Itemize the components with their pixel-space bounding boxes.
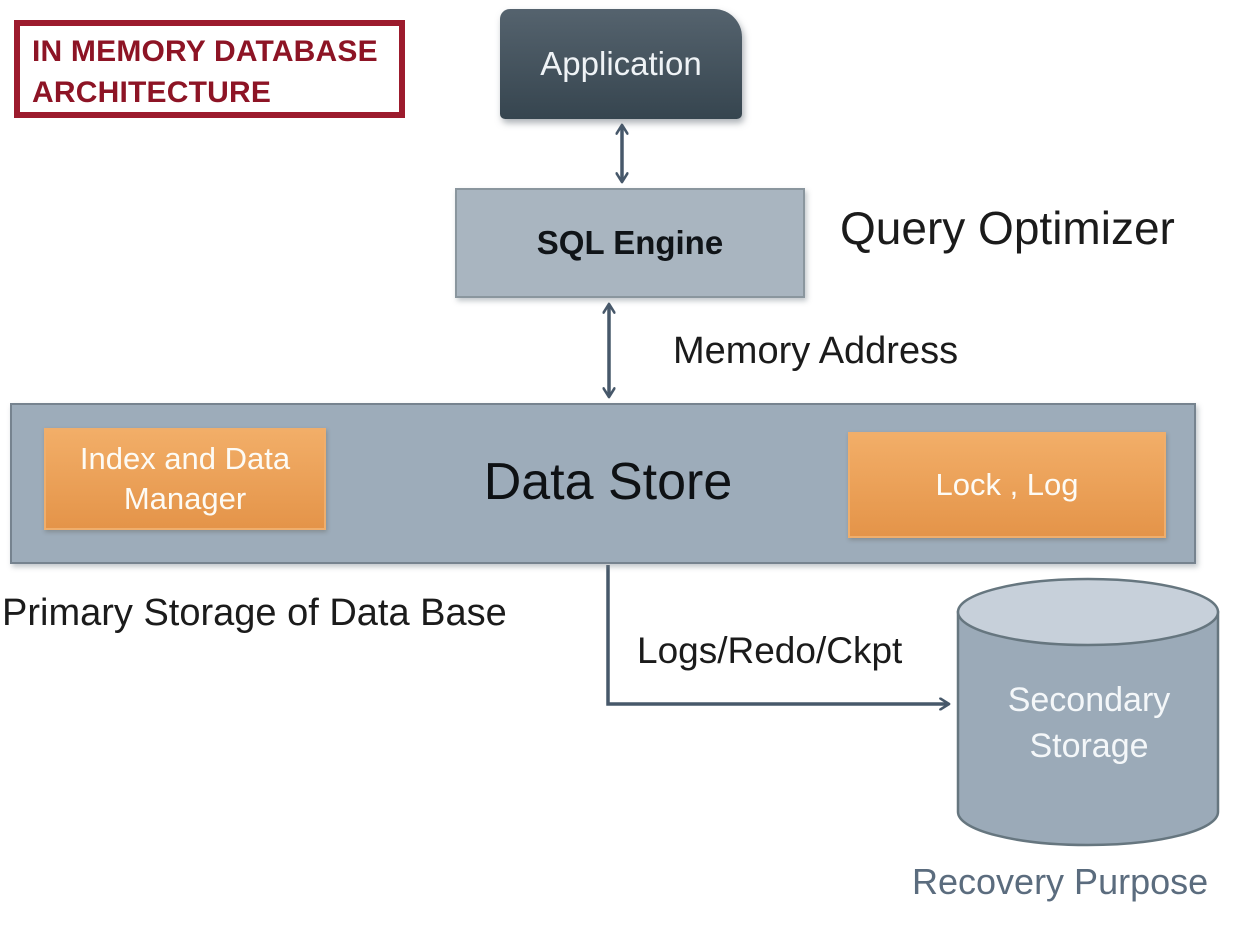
index-and-data-manager-node: Index and Data Manager xyxy=(44,428,326,530)
secondary-storage-line1: Secondary xyxy=(1007,681,1171,719)
recovery-purpose-annotation: Recovery Purpose xyxy=(912,861,1209,902)
diagram-title-line2: ARCHITECTURE xyxy=(32,76,272,109)
application-node: Application xyxy=(500,9,742,119)
sql-engine-label: SQL Engine xyxy=(536,224,724,261)
diagram-title: IN MEMORY DATABASE ARCHITECTURE xyxy=(14,20,405,118)
diagram-title-line1: IN MEMORY DATABASE xyxy=(32,35,378,68)
query-optimizer-annotation: Query Optimizer xyxy=(840,202,1175,254)
sql-engine-node: SQL Engine xyxy=(455,188,805,298)
lock-log-label: Lock , Log xyxy=(935,467,1079,502)
memory-address-annotation: Memory Address xyxy=(673,330,959,372)
lock-log-node: Lock , Log xyxy=(848,432,1166,538)
secondary-storage-cylinder xyxy=(956,577,1220,847)
secondary-storage-label: Secondary Storage xyxy=(978,677,1200,769)
logs-redo-ckpt-annotation: Logs/Redo/Ckpt xyxy=(637,630,903,671)
primary-storage-annotation: Primary Storage of Data Base xyxy=(2,592,507,634)
application-label: Application xyxy=(540,45,702,82)
index-and-data-manager-line2: Manager xyxy=(123,481,247,516)
index-and-data-manager-line1: Index and Data xyxy=(79,441,291,476)
secondary-storage-line2: Storage xyxy=(1029,727,1149,765)
data-store-label: Data Store xyxy=(483,453,733,511)
datastore-secondarystorage-arrow xyxy=(606,565,948,704)
